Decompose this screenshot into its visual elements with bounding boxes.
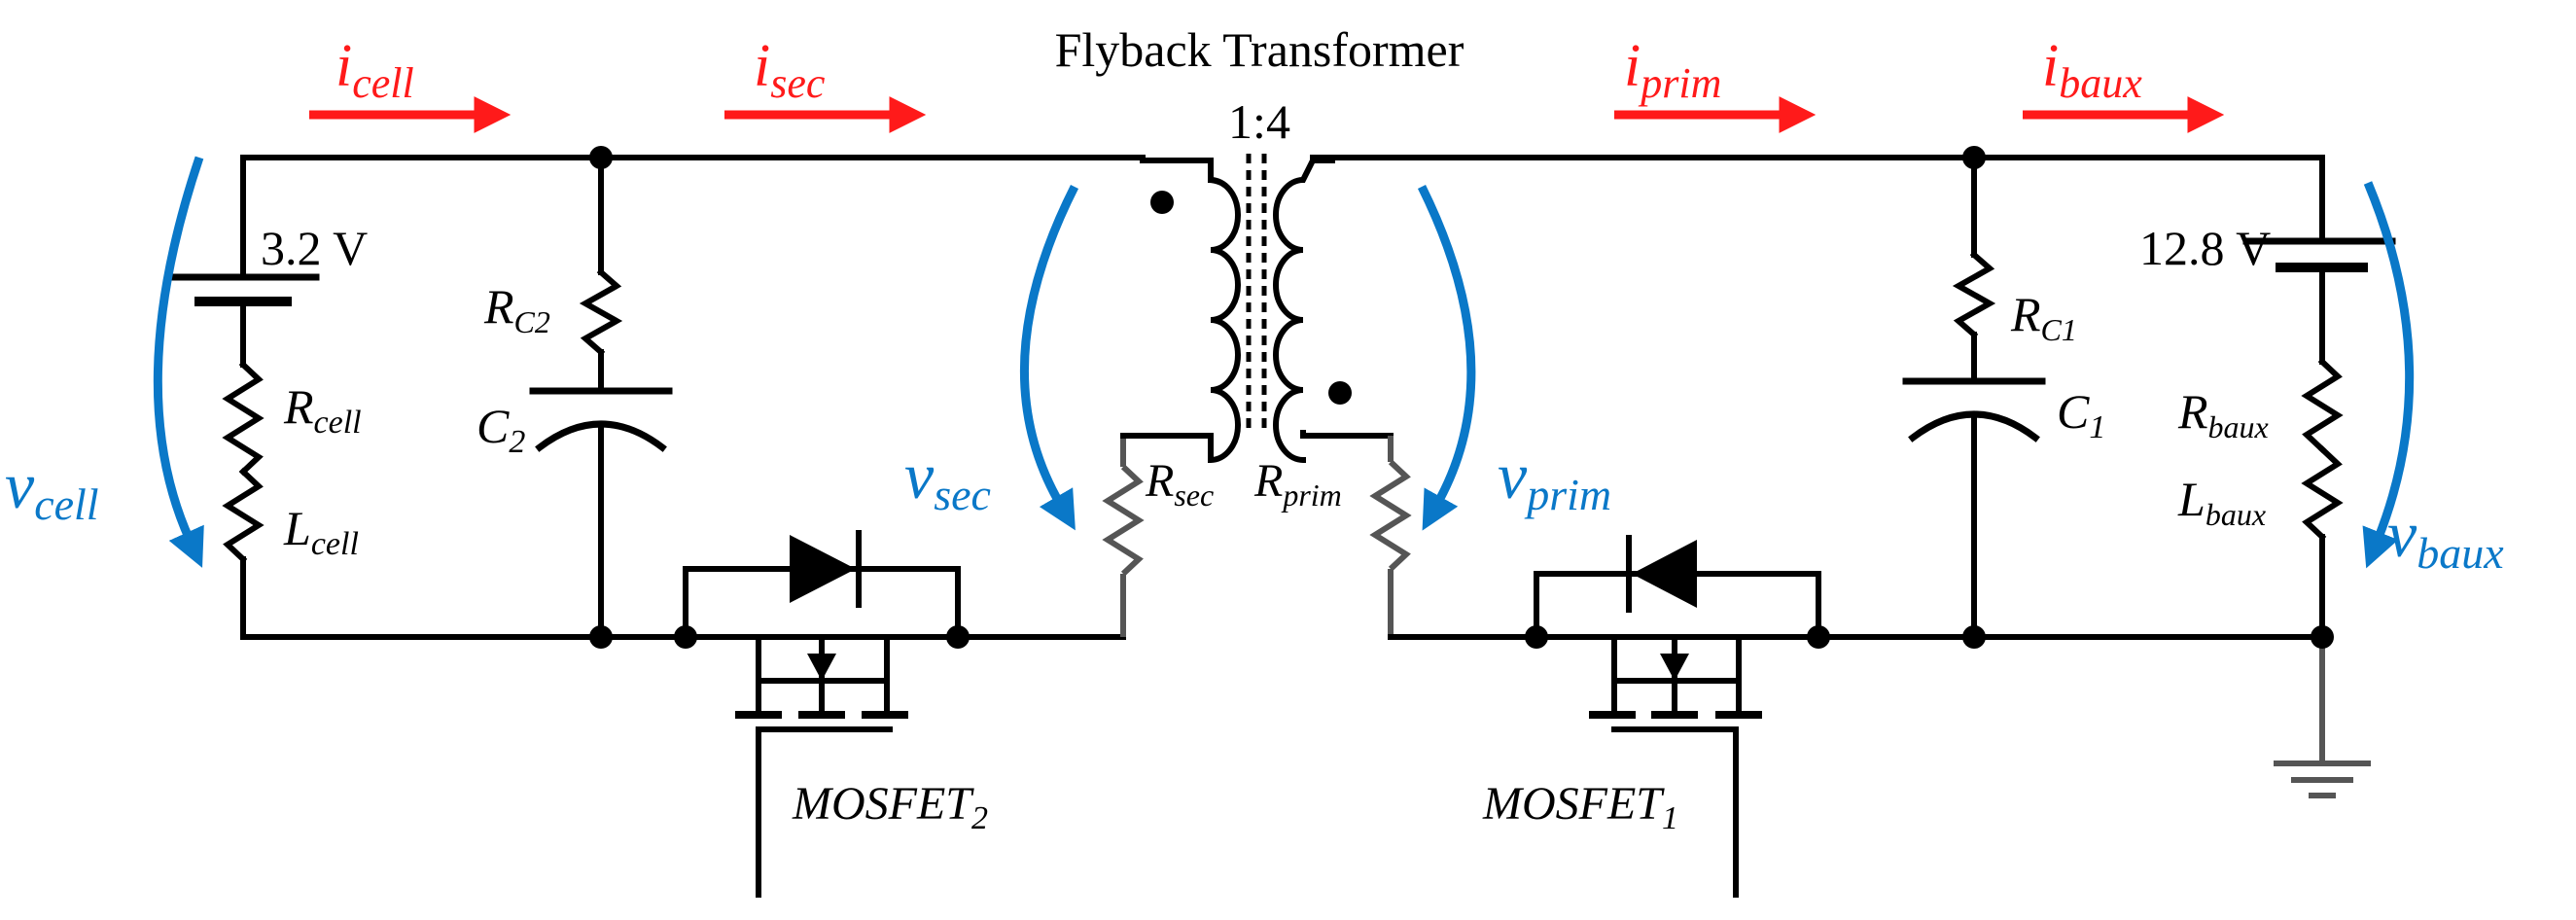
label-r-cell: Rcell: [283, 379, 362, 441]
node-top-c1: [1962, 146, 1986, 169]
label-l-cell: Lcell: [283, 501, 359, 562]
voltage-label-cell: vcell: [5, 448, 99, 529]
current-label-cell: icell: [335, 33, 414, 107]
voltage-label-baux: vbaux: [2387, 497, 2504, 578]
voltage-label-sec: vsec: [904, 439, 991, 519]
label-r-baux: Rbaux: [2177, 384, 2269, 444]
current-label-prim: iprim: [1624, 33, 1721, 107]
node-top-c2: [589, 146, 613, 169]
node-mosfet1-source: [1525, 625, 1548, 649]
secondary-polarity-dot: [1150, 191, 1174, 214]
aux-side-wiring: [1273, 155, 2396, 898]
label-c1: C1: [2057, 384, 2105, 445]
turns-ratio: 1:4: [1228, 94, 1290, 149]
transformer-core: [1246, 154, 1267, 433]
node-bottom-c2: [589, 625, 613, 649]
node-ground: [2311, 625, 2334, 649]
current-label-sec: isec: [754, 33, 826, 107]
node-mosfet2-source: [674, 625, 697, 649]
label-c2: C2: [476, 399, 525, 460]
label-r-c1: RC1: [2010, 287, 2077, 347]
node-bottom-c1: [1962, 625, 1986, 649]
label-r-c2: RC2: [483, 279, 550, 339]
voltage-arrow-cell: [153, 156, 204, 568]
voltage-label-prim: vprim: [1498, 439, 1611, 519]
transformer-title: Flyback Transformer: [1055, 22, 1464, 77]
primary-polarity-dot: [1328, 381, 1352, 405]
current-label-baux: ibaux: [2042, 33, 2142, 107]
voltage-arrow-prim: [1417, 185, 1476, 531]
label-mosfet2: MOSFET2: [792, 778, 988, 836]
node-mosfet2-drain: [946, 625, 970, 649]
node-mosfet1-drain: [1807, 625, 1830, 649]
baux-voltage-label: 12.8 V: [2139, 221, 2271, 275]
label-l-baux: Lbaux: [2177, 472, 2266, 532]
voltage-arrow-baux: [2362, 181, 2415, 569]
voltage-arrow-sec: [1019, 184, 1079, 531]
label-r-sec: Rsec: [1145, 455, 1214, 513]
label-r-prim: Rprim: [1253, 455, 1342, 513]
label-mosfet1: MOSFET1: [1482, 778, 1678, 836]
cell-voltage-label: 3.2 V: [261, 221, 368, 275]
